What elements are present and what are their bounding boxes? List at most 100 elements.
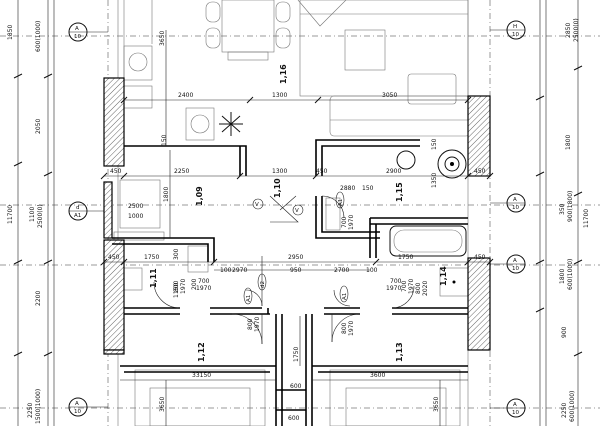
dim-label: 1800 [565, 135, 572, 150]
dim-label: 11700 [7, 205, 14, 224]
svg-text:150: 150 [431, 138, 438, 150]
door-labels: 700 1970 700 1970 700 1970 800 2020 800 … [173, 215, 429, 336]
svg-text:10: 10 [512, 410, 519, 416]
dim-label: 1500(1000) [35, 389, 42, 424]
dim-label: 600(1000) [567, 259, 574, 290]
svg-text:800: 800 [341, 322, 348, 334]
svg-text:700: 700 [401, 280, 408, 292]
left-dimension-labels: 1850 600(1000) 2050 11700 1100 2500(0) 2… [7, 21, 44, 424]
svg-text:1750: 1750 [398, 254, 413, 261]
room-label: 1,11 [149, 268, 158, 288]
axis-marker-right-1: H 10 [490, 20, 526, 40]
dim-label: 2200 [35, 291, 42, 306]
dim-label: 1850 [7, 25, 14, 40]
dim-label: 2500(0) [573, 18, 580, 42]
axis-marker-left-2: d A1 [68, 201, 108, 221]
room-label: 1,13 [395, 342, 404, 362]
dimension-lines [100, 30, 494, 426]
dim-label: 2500(0) [37, 204, 44, 228]
svg-text:V: V [295, 208, 299, 214]
dim-label: 900(1800) [567, 191, 574, 222]
svg-text:A: A [513, 258, 517, 264]
svg-text:10: 10 [74, 34, 81, 40]
svg-text:1970: 1970 [386, 285, 401, 292]
svg-text:3600: 3600 [370, 372, 385, 379]
dim-label: 1100 [29, 207, 36, 222]
dim-label: 2250 [27, 403, 34, 418]
svg-text:100: 100 [220, 267, 232, 274]
svg-text:A: A [75, 401, 79, 407]
dim-label: 350 [559, 203, 566, 215]
walls [103, 77, 491, 426]
svg-text:33150: 33150 [192, 372, 211, 379]
svg-text:2020: 2020 [422, 281, 429, 296]
svg-text:1000: 1000 [128, 213, 143, 220]
svg-text:A: A [75, 26, 79, 32]
dim-label: 2250 [561, 403, 568, 418]
svg-text:1750: 1750 [293, 347, 300, 362]
svg-text:2250: 2250 [174, 168, 189, 175]
svg-text:10: 10 [74, 409, 81, 415]
svg-text:1970: 1970 [196, 285, 211, 292]
room-label: 1,15 [395, 182, 404, 202]
svg-text:1300: 1300 [272, 168, 287, 175]
side-ticks [13, 65, 583, 357]
svg-text:2700: 2700 [334, 267, 349, 274]
svg-text:700: 700 [198, 278, 210, 285]
svg-text:2950: 2950 [288, 254, 303, 261]
svg-text:V: V [255, 202, 259, 208]
room-label: 1,16 [279, 64, 288, 84]
svg-text:A: A [513, 402, 517, 408]
svg-text:A1: A1 [342, 293, 348, 300]
dim-label: 600(1000) [35, 21, 42, 52]
dim-label: 600(1000) [569, 391, 576, 422]
svg-text:1970: 1970 [348, 321, 355, 336]
dim-label: 2850 [565, 23, 572, 38]
svg-text:1970: 1970 [254, 317, 261, 332]
axis-markers: A 10 d A1 A 10 H 10 A [68, 20, 526, 418]
dimension-texts: 2400 1300 3050 450 2250 1300 450 2900 45… [108, 31, 486, 422]
svg-text:100: 100 [366, 267, 378, 274]
svg-text:800: 800 [173, 280, 180, 292]
svg-text:1750: 1750 [144, 254, 159, 261]
svg-text:450: 450 [474, 254, 486, 261]
svg-text:H: H [513, 24, 517, 30]
svg-text:A1: A1 [338, 199, 344, 206]
svg-text:600: 600 [288, 415, 300, 422]
svg-text:700: 700 [390, 278, 402, 285]
svg-text:200: 200 [191, 278, 198, 290]
svg-text:800: 800 [247, 318, 254, 330]
svg-text:150: 150 [161, 134, 168, 146]
svg-text:1350: 1350 [431, 173, 438, 188]
axis-marker-right-3: A 10 [490, 254, 526, 274]
svg-text:d2: d2 [260, 281, 266, 288]
svg-text:2880: 2880 [340, 185, 355, 192]
axis-marker-left-1: A 10 [68, 22, 108, 42]
svg-text:2970: 2970 [232, 267, 247, 274]
room-label: 1,09 [195, 186, 204, 206]
dim-label: 1800 [559, 269, 566, 284]
room-labels: 1,16 1,09 1,10 1,15 1,11 1,14 1,12 1,13 [149, 64, 448, 362]
svg-text:1970: 1970 [408, 279, 415, 294]
svg-text:300: 300 [173, 248, 180, 260]
svg-text:450: 450 [474, 168, 486, 175]
svg-text:450: 450 [108, 254, 120, 261]
svg-text:d: d [76, 205, 80, 211]
svg-text:3650: 3650 [159, 397, 166, 412]
room-label: 1,14 [439, 266, 448, 286]
furniture [113, 0, 471, 426]
room-label: 1,12 [197, 342, 206, 362]
axis-marker-right-4: A 10 [490, 398, 526, 418]
svg-text:800: 800 [415, 282, 422, 294]
svg-text:950: 950 [290, 267, 302, 274]
svg-text:10: 10 [512, 205, 519, 211]
dim-label: 2050 [35, 119, 42, 134]
svg-text:1970: 1970 [180, 279, 187, 294]
svg-text:450: 450 [110, 168, 122, 175]
right-dimension-labels: 2850 2500(0) 1800 11700 350 900(1800) 18… [559, 18, 590, 422]
svg-text:2900: 2900 [386, 168, 401, 175]
svg-text:1300: 1300 [272, 92, 287, 99]
svg-text:A: A [513, 197, 517, 203]
svg-text:3650: 3650 [159, 31, 166, 46]
